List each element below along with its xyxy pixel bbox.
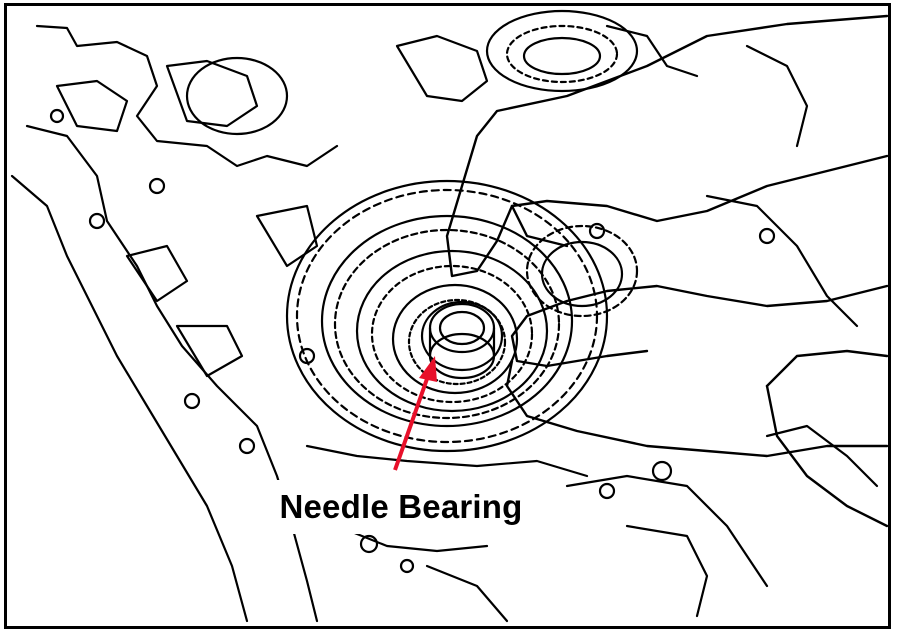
needle-bearing: [420, 300, 504, 380]
planetary-gear: [485, 9, 639, 318]
transmission-line-drawing: [10, 9, 888, 623]
clutch-drum-assembly: [285, 179, 609, 453]
transmission-case: [10, 24, 879, 623]
callout-label-box: Needle Bearing: [251, 480, 551, 534]
diagram-frame: Needle Bearing: [4, 3, 891, 629]
needle-bearing-label: Needle Bearing: [279, 488, 523, 525]
hands: [445, 14, 888, 528]
